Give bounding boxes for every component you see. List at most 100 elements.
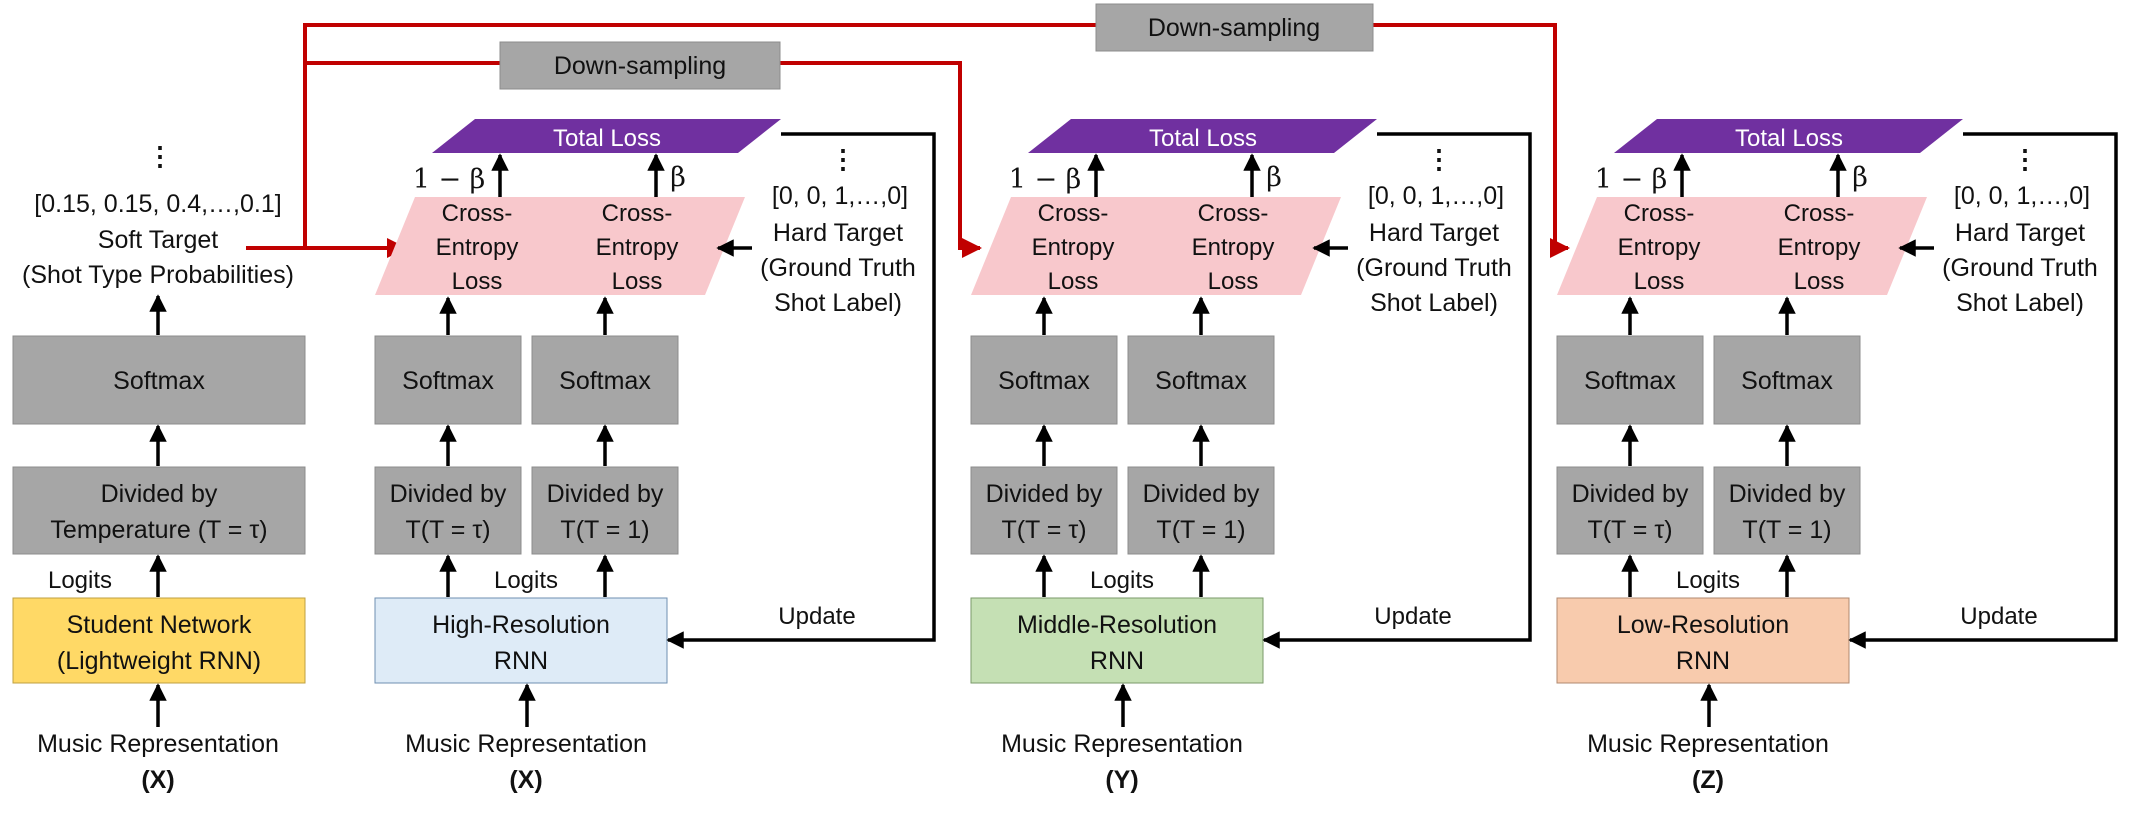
- total-loss-bar: Total Loss: [432, 119, 781, 153]
- student-temperature-box: [12, 466, 306, 555]
- downsampling-box-low: Down-sampling: [1095, 3, 1374, 52]
- rnn-line1: Middle-Resolution: [1017, 611, 1217, 639]
- downsampling-routes: [246, 23, 1570, 258]
- hard-target-line3: Shot Label): [774, 289, 902, 317]
- softmax-label: Softmax: [1741, 367, 1833, 395]
- ce-line2: Entropy: [596, 234, 679, 261]
- divided-label: Divided by: [547, 480, 664, 508]
- ce-line2: Entropy: [1032, 234, 1115, 261]
- rnn-line2: RNN: [1090, 647, 1144, 675]
- softmax-box-hard: [1713, 335, 1861, 425]
- update-label: Update: [1374, 603, 1451, 630]
- student-network-line1: Student Network: [67, 611, 252, 639]
- student-input-label: Music Representation: [37, 730, 279, 758]
- softmax-label: Softmax: [559, 367, 651, 395]
- student-logits-label: Logits: [48, 567, 112, 594]
- rnn-line1: Low-Resolution: [1617, 611, 1789, 639]
- divided-tau-box: [374, 466, 522, 555]
- weight-right-label: β: [1266, 162, 1282, 193]
- cross-entropy-hard: Cross- Entropy Loss: [1714, 197, 1927, 295]
- input-label: Music Representation: [405, 730, 647, 758]
- downsampling-to-middle-route: [303, 61, 982, 258]
- divided-label: Divided by: [1729, 480, 1846, 508]
- student-softmax-box: [12, 335, 306, 425]
- update-label: Update: [1960, 603, 2037, 630]
- ce-line2: Entropy: [436, 234, 519, 261]
- soft-target-values: [0.15, 0.15, 0.4,…,0.1]: [34, 190, 281, 218]
- temp-one-label: T(T = 1): [1742, 516, 1831, 544]
- downsampling-box-middle: Down-sampling: [499, 41, 781, 90]
- ce-line1: Cross-: [1784, 200, 1855, 227]
- rnn-box: [1556, 597, 1850, 684]
- total-loss-label: Total Loss: [1149, 125, 1257, 152]
- weight-right-label: β: [670, 162, 686, 193]
- ce-line1: Cross-: [1198, 200, 1269, 227]
- divided-one-box: [1127, 466, 1275, 555]
- total-loss-label: Total Loss: [553, 125, 661, 152]
- hard-target-line2: (Ground Truth: [760, 254, 916, 282]
- student-divided-line1: Divided by: [101, 480, 218, 508]
- downsampling-label: Down-sampling: [1148, 14, 1320, 42]
- student-input-symbol: (X): [141, 766, 174, 794]
- hard-target-values: [0, 0, 1,…,0]: [772, 182, 908, 210]
- student-softmax-label: Softmax: [113, 367, 205, 395]
- ce-line3: Loss: [612, 268, 663, 295]
- hard-target-line1: Hard Target: [1955, 219, 2085, 247]
- ce-line3: Loss: [1048, 268, 1099, 295]
- hard-target-line2: (Ground Truth: [1356, 254, 1512, 282]
- ellipsis-icon: ⋮: [1426, 144, 1452, 174]
- rnn-line2: RNN: [1676, 647, 1730, 675]
- cross-entropy-hard: Cross- Entropy Loss: [1128, 197, 1341, 295]
- hard-target-line1: Hard Target: [1369, 219, 1499, 247]
- input-symbol: (X): [509, 766, 542, 794]
- input-symbol: (Z): [1692, 766, 1724, 794]
- logits-label: Logits: [1676, 567, 1740, 594]
- ce-line2: Entropy: [1192, 234, 1275, 261]
- cross-entropy-soft: Cross- Entropy Loss: [1557, 197, 1760, 295]
- downsampling-label: Down-sampling: [554, 52, 726, 80]
- softmax-box-hard: [1127, 335, 1275, 425]
- input-symbol: (Y): [1105, 766, 1138, 794]
- cross-entropy-soft: Cross- Entropy Loss: [971, 197, 1174, 295]
- divided-tau-box: [1556, 466, 1704, 555]
- softmax-label: Softmax: [1584, 367, 1676, 395]
- ellipsis-icon: ⋮: [147, 141, 173, 171]
- hard-target-line1: Hard Target: [773, 219, 903, 247]
- cross-entropy-hard: Cross- Entropy Loss: [532, 197, 745, 295]
- hard-target-values: [0, 0, 1,…,0]: [1368, 182, 1504, 210]
- ellipsis-icon: ⋮: [830, 144, 856, 174]
- temp-tau-label: T(T = τ): [1587, 516, 1672, 544]
- student-divided-line2: Temperature (T = τ): [50, 516, 267, 544]
- rnn-line1: High-Resolution: [432, 611, 610, 639]
- total-loss-bar: Total Loss: [1028, 119, 1377, 153]
- cross-entropy-soft: Cross- Entropy Loss: [375, 197, 578, 295]
- logits-label: Logits: [494, 567, 558, 594]
- teacher-column-low: Total Loss 1 − β β Cross- Entropy Loss C…: [1556, 119, 2118, 794]
- ce-line2: Entropy: [1778, 234, 1861, 261]
- total-loss-bar: Total Loss: [1614, 119, 1963, 153]
- temp-tau-label: T(T = τ): [405, 516, 490, 544]
- weight-left-label: 1 − β: [1595, 164, 1668, 195]
- input-label: Music Representation: [1587, 730, 1829, 758]
- ellipsis-icon: ⋮: [2012, 144, 2038, 174]
- update-label: Update: [778, 603, 855, 630]
- rnn-line2: RNN: [494, 647, 548, 675]
- ce-line3: Loss: [1634, 268, 1685, 295]
- ce-line1: Cross-: [442, 200, 513, 227]
- divided-label: Divided by: [986, 480, 1103, 508]
- ce-line3: Loss: [452, 268, 503, 295]
- softmax-box-soft: [970, 335, 1118, 425]
- softmax-label: Softmax: [998, 367, 1090, 395]
- divided-one-box: [531, 466, 679, 555]
- hard-target-line2: (Ground Truth: [1942, 254, 2098, 282]
- teacher-column-middle: Total Loss 1 − β β Cross- Entropy Loss C…: [970, 119, 1532, 794]
- student-column: ⋮ [0.15, 0.15, 0.4,…,0.1] Soft Target (S…: [12, 141, 306, 794]
- rnn-box: [970, 597, 1264, 684]
- teacher-column-high: Total Loss 1 − β β Cross- Entropy Loss C…: [374, 119, 936, 794]
- divided-label: Divided by: [1143, 480, 1260, 508]
- hard-target-line3: Shot Label): [1956, 289, 2084, 317]
- softmax-label: Softmax: [1155, 367, 1247, 395]
- divided-tau-box: [970, 466, 1118, 555]
- weight-right-label: β: [1852, 162, 1868, 193]
- temp-tau-label: T(T = τ): [1001, 516, 1086, 544]
